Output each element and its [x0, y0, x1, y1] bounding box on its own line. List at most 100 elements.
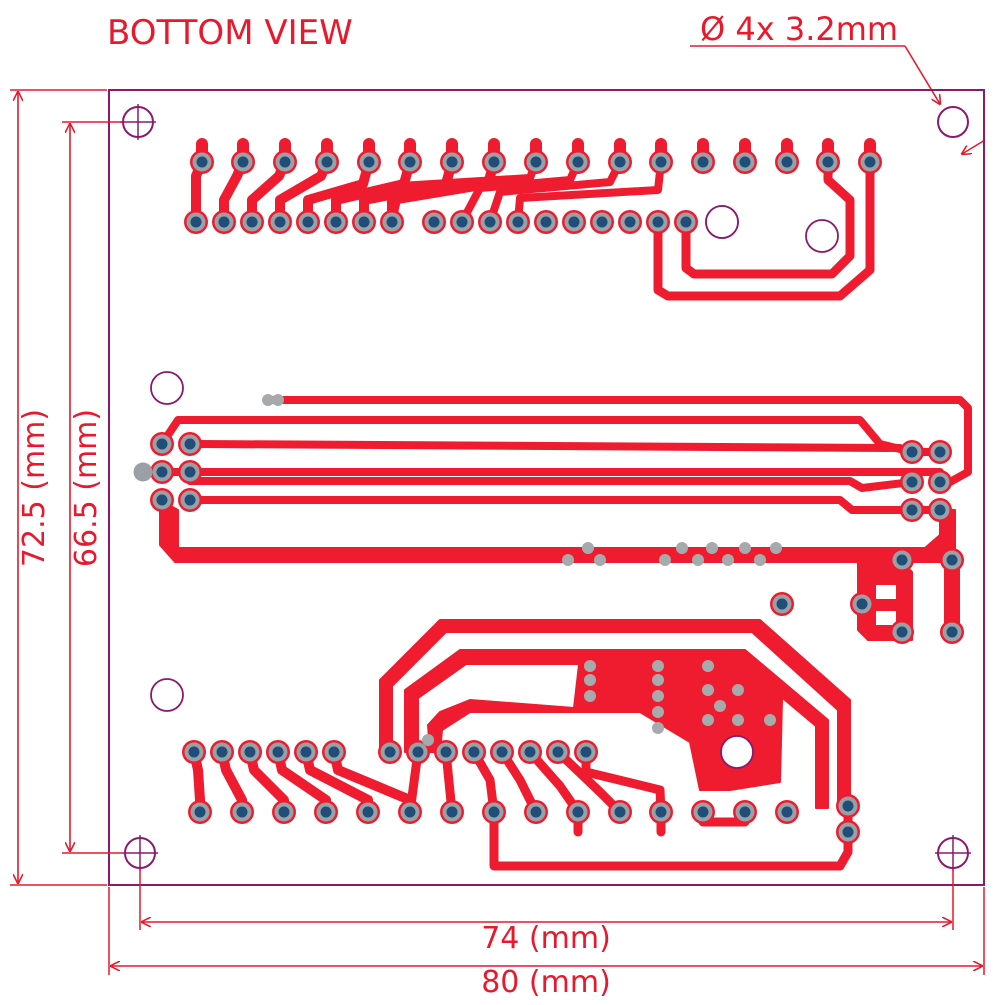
pad-drill [896, 626, 908, 638]
dimension-width-outer-label: 80 (mm) [481, 965, 611, 1000]
pad-drill [934, 446, 946, 458]
pad-drill [156, 494, 168, 506]
via [692, 554, 704, 566]
pad-drill [488, 156, 500, 168]
via [702, 684, 714, 696]
pad-drill [580, 746, 592, 758]
unplated-hole [150, 678, 184, 712]
pad-drill [530, 156, 542, 168]
via [584, 674, 596, 686]
pad-drill [540, 216, 552, 228]
pad-drill [934, 476, 946, 488]
pad-drill [655, 156, 667, 168]
pad-drill [237, 156, 249, 168]
dimension-height-inner [62, 121, 122, 854]
copper-trace [186, 440, 916, 456]
board-outline [108, 89, 985, 886]
pad-drill [572, 156, 584, 168]
pad-drill [906, 504, 918, 516]
pad-drill [652, 216, 664, 228]
dimension-height-outer [10, 89, 107, 886]
via [652, 660, 664, 672]
pad-drill [328, 746, 340, 758]
pad-drill [362, 806, 374, 818]
pad-drill [781, 156, 793, 168]
pad-drill [196, 156, 208, 168]
pad-drill [568, 216, 580, 228]
pad-drill [302, 216, 314, 228]
pad-drill [428, 216, 440, 228]
pad-drill [697, 156, 709, 168]
via [722, 554, 734, 566]
pad-drill [156, 438, 168, 450]
pads-layer [133, 150, 964, 844]
pad-drill [906, 476, 918, 488]
pad-drill [934, 504, 946, 516]
copper-cutout [876, 585, 896, 599]
via [702, 714, 714, 726]
pad-drill [496, 746, 508, 758]
dimension-height-outer-label: 72.5 (mm) [17, 409, 52, 567]
pad-drill [739, 156, 751, 168]
pad-drill [184, 494, 196, 506]
hole-spec-leader-arrow [904, 45, 940, 104]
pad-drill [524, 746, 536, 758]
copper-cutout [876, 611, 896, 625]
pad-drill [321, 156, 333, 168]
mounting-hole-top-left [120, 104, 156, 140]
dimension-width-inner-label: 74 (mm) [481, 921, 611, 956]
pad-drill [697, 806, 709, 818]
dimension-width-outer [108, 887, 985, 975]
via [739, 542, 751, 554]
pad-drill [236, 806, 248, 818]
pad-drill [384, 746, 396, 758]
pad-drill [188, 746, 200, 758]
dimension-width-inner [139, 870, 954, 930]
pad-drill [680, 216, 692, 228]
dimension-height-inner-label: 66.5 (mm) [69, 409, 104, 567]
via [262, 394, 274, 406]
pad-drill [412, 746, 424, 758]
via [659, 554, 671, 566]
via [582, 542, 594, 554]
pad-drill [216, 746, 228, 758]
pad-drill [272, 746, 284, 758]
pad-drill [218, 216, 230, 228]
pad-drill [781, 806, 793, 818]
pad-drill [512, 216, 524, 228]
pad-drill [300, 746, 312, 758]
via [652, 722, 664, 734]
unplated-hole [705, 205, 739, 239]
pad-drill [194, 806, 206, 818]
pad-drill [856, 598, 868, 610]
pad-drill [244, 746, 256, 758]
unplated-hole [805, 219, 839, 253]
pad-drill [614, 806, 626, 818]
pad-drill [488, 806, 500, 818]
via [754, 554, 766, 566]
via [732, 714, 744, 726]
copper-trace [681, 157, 855, 279]
via [702, 660, 714, 672]
pad-drill [404, 156, 416, 168]
via [584, 690, 596, 702]
pad-drill [440, 746, 452, 758]
pad-drill [320, 806, 332, 818]
pad-drill [278, 806, 290, 818]
pad-drill [184, 438, 196, 450]
via [272, 394, 284, 406]
unplated-hole [720, 735, 754, 769]
pad-drill [363, 156, 375, 168]
pad-drill [156, 466, 168, 478]
copper-pour [427, 655, 783, 791]
via [706, 542, 718, 554]
pad-drill [572, 806, 584, 818]
pad-drill [946, 554, 958, 566]
pad-drill [655, 806, 667, 818]
pad-drill [456, 216, 468, 228]
unplated-hole [150, 371, 184, 405]
copper-trace [653, 157, 875, 301]
pad-drill [906, 446, 918, 458]
pad-drill [184, 466, 196, 478]
